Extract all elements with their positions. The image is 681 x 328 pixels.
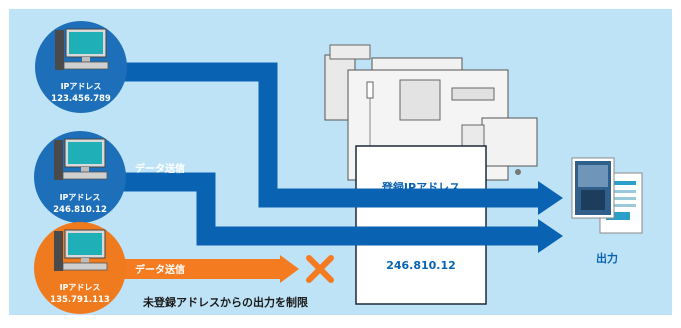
client-ip: 135.791.113 [50,295,110,305]
client-ip: 246.810.12 [53,205,107,215]
registry-title: 登録IPアドレス [381,180,460,194]
registry-address-2: 246.810.12 [386,259,456,272]
flow-arrow-icon [538,219,563,253]
client-1: IPアドレス 123.456.789 [35,21,127,113]
client-3: IPアドレス 135.791.113 [34,222,126,314]
client-2: IPアドレス 246.810.12 [34,131,126,223]
flow-client-2 [108,172,540,246]
client-label: IPアドレス [60,283,101,292]
client-label: IPアドレス [61,82,102,91]
document-icon [571,157,643,234]
flow-label-client-2: データ送信 [135,162,185,175]
client-ip: 123.456.789 [51,94,111,104]
flow-arrow-icon [280,255,299,283]
registry-address-1: 123.456.789 [382,234,459,247]
flow-label-client-3: データ送信 [135,263,185,276]
computer-icon [55,28,109,70]
block-x-icon [306,255,334,283]
output-label: 出力 [596,251,618,265]
computer-icon [54,138,108,180]
flow-client-3 [110,259,282,279]
restriction-note: 未登録アドレスからの出力を制限 [142,295,308,309]
flow-client-1 [108,62,540,208]
flow-arrow-icon [538,181,563,215]
computer-icon [54,229,108,271]
registry-box [355,145,487,305]
client-label: IPアドレス [60,193,101,202]
